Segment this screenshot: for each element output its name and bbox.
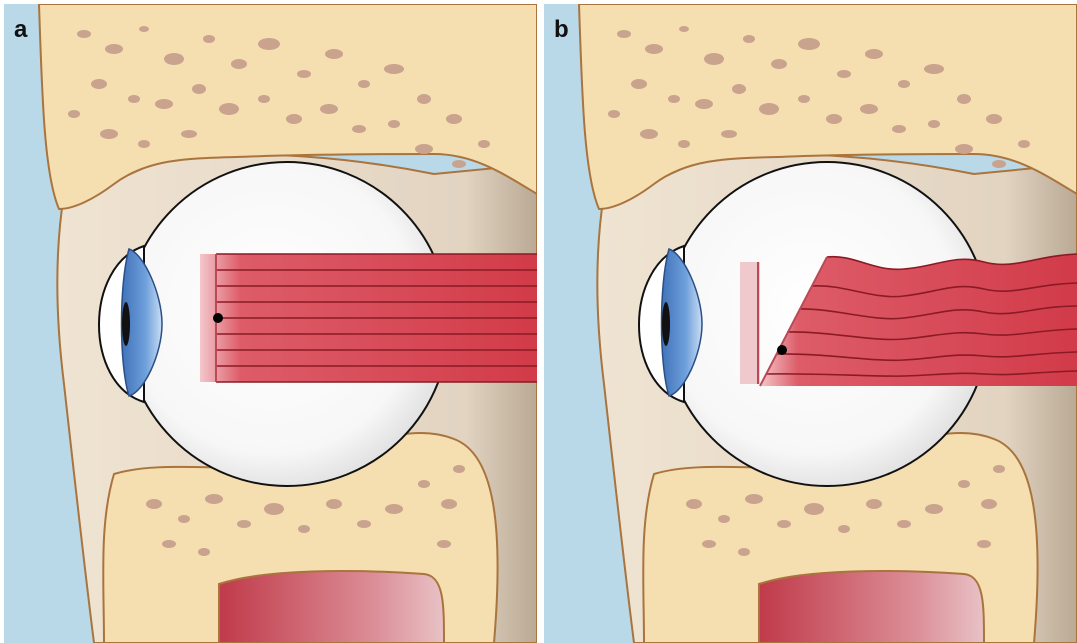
rectus-muscle: [200, 254, 537, 382]
original-insertion-stub: [740, 262, 760, 384]
panel-label: b: [554, 18, 569, 42]
panel-b-illustration: [544, 4, 1077, 643]
panel-a-illustration: [4, 4, 537, 643]
insertion-point: [777, 345, 787, 355]
panel-b: b: [544, 4, 1077, 643]
maxillary-sinus: [759, 571, 984, 643]
maxillary-sinus: [219, 571, 444, 643]
insertion-point: [213, 313, 223, 323]
pupil: [662, 302, 670, 346]
panel-a: a: [4, 4, 537, 643]
pupil: [122, 302, 130, 346]
panel-label: a: [14, 18, 27, 42]
